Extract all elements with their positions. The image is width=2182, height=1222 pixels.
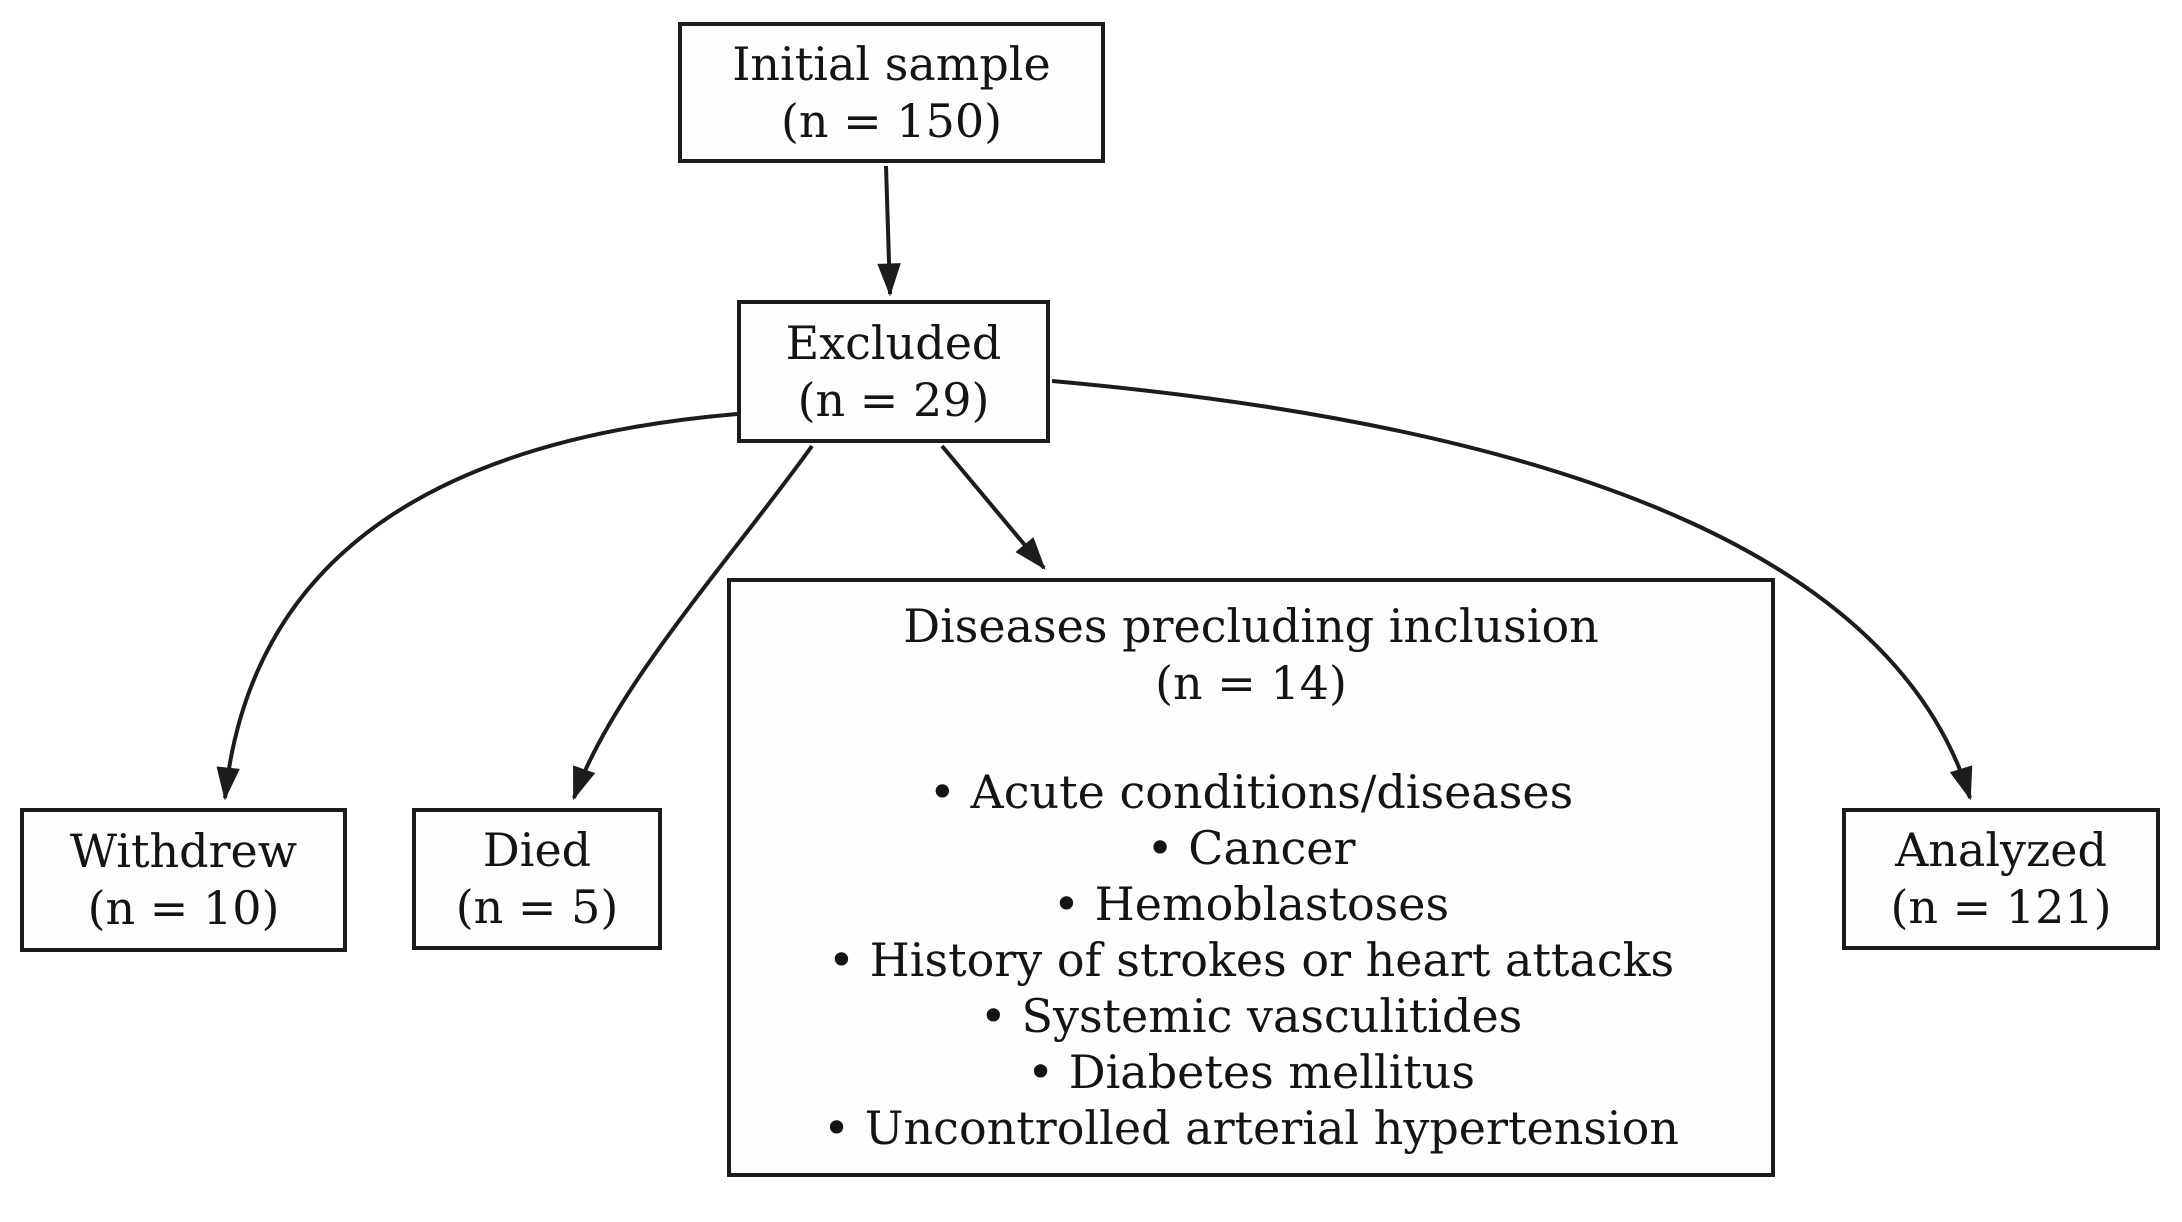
bullet-item: Acute conditions/diseases	[823, 764, 1679, 820]
node-analyzed-label: Analyzed	[1895, 823, 2107, 877]
bullet-item: Cancer	[823, 820, 1679, 876]
node-withdrew-count: (n = 10)	[87, 881, 280, 935]
node-excluded-count: (n = 29)	[797, 372, 990, 427]
node-initial-sample-label: Initial sample	[732, 36, 1051, 91]
node-diseases-count: (n = 14)	[1155, 656, 1347, 710]
arrow-excluded-to-withdrew	[216, 412, 738, 801]
bullet-item: Uncontrolled arterial hypertension	[823, 1100, 1679, 1156]
node-withdrew-label: Withdrew	[69, 824, 298, 878]
bullet-item: Diabetes mellitus	[823, 1044, 1679, 1100]
node-excluded-label: Excluded	[785, 315, 1002, 370]
node-died: Died (n = 5)	[412, 808, 662, 950]
arrow-excluded-to-analyzed	[1051, 379, 1973, 801]
node-died-label: Died	[482, 823, 592, 877]
arrow-excluded-to-died	[572, 444, 814, 801]
arrow-initial-to-excluded	[877, 165, 901, 297]
node-initial-sample-count: (n = 150)	[780, 93, 1003, 148]
node-analyzed-count: (n = 121)	[1890, 880, 2112, 934]
bullet-item: History of strokes or heart attacks	[823, 932, 1679, 988]
node-diseases-precluding-inclusion: Diseases precluding inclusion (n = 14) A…	[727, 578, 1775, 1177]
diseases-bullet-list: Acute conditions/diseases Cancer Hemobla…	[823, 764, 1679, 1156]
node-diseases-label: Diseases precluding inclusion	[903, 599, 1599, 653]
node-analyzed: Analyzed (n = 121)	[1842, 808, 2160, 950]
bullet-item: Systemic vasculitides	[823, 988, 1679, 1044]
node-excluded: Excluded (n = 29)	[737, 300, 1050, 443]
arrow-excluded-to-diseases	[940, 444, 1046, 570]
node-initial-sample: Initial sample (n = 150)	[678, 22, 1105, 163]
node-withdrew: Withdrew (n = 10)	[20, 808, 347, 952]
bullet-item: Hemoblastoses	[823, 876, 1679, 932]
node-died-count: (n = 5)	[455, 880, 619, 934]
